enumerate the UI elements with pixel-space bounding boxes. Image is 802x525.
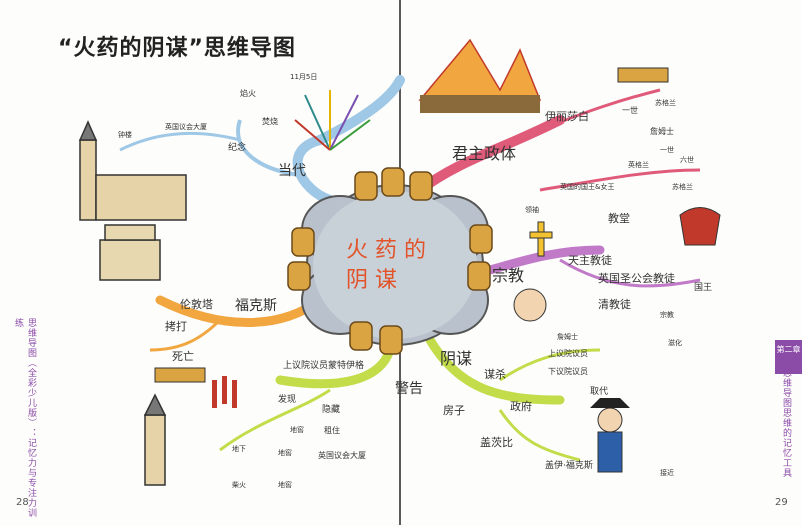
guy-fawkes-icon: [590, 398, 630, 473]
right-margin-title: 思维导图思维的记忆工具: [781, 368, 791, 478]
first-label: 一世: [622, 106, 638, 115]
tower-of-london-icon: [99, 224, 161, 281]
chapter-badge: 第二章: [775, 340, 802, 374]
torture-label: 拷打: [165, 320, 187, 333]
branch-contemporary: [292, 75, 405, 205]
branch-label-contemporary: 当代: [278, 163, 306, 179]
subbranch-lords: [499, 348, 601, 382]
commons-label: 下议院议员: [548, 367, 588, 376]
death-label: 死亡: [172, 350, 194, 363]
burn-label: 焚烧: [262, 117, 278, 126]
commemorate-label: 纪念: [228, 143, 247, 153]
close-label: 接近: [660, 469, 674, 477]
branch-label-fawkes: 福克斯: [235, 298, 277, 314]
scotland-label: 苏格兰: [672, 183, 693, 191]
cellar-label: 地窖: [290, 426, 304, 434]
subbranch-cellar: [219, 388, 331, 452]
subbranch-catesby: [498, 409, 581, 462]
cellar3-label: 地窖: [278, 481, 292, 489]
subbranch-elizabeth: [539, 88, 661, 132]
first2-label: 一世: [660, 146, 674, 154]
kingdom-label: 英国的国王&女王: [560, 183, 615, 191]
center-title-line1: 火 药 的: [346, 238, 426, 263]
anglican-label: 英国圣公会教徒: [598, 272, 675, 285]
king-label: 国王: [694, 283, 713, 293]
branch-plot: [425, 335, 565, 405]
cross-icon: [537, 221, 545, 257]
elizabeth-label: 伊丽莎白: [545, 110, 589, 123]
undercellar-label: 地下: [232, 445, 246, 453]
branch-label-warning: 警告: [395, 381, 423, 397]
coffin-icon: [154, 367, 206, 383]
guy-label: 盖伊·福克斯: [545, 461, 593, 471]
discover-label: 发现: [278, 395, 297, 405]
branch-label-monarch: 君主政体: [452, 144, 517, 163]
subbranch-death: [149, 318, 222, 352]
barrel-icons: [287, 167, 493, 355]
center-cloud: [301, 184, 489, 346]
government-label: 政府: [510, 400, 532, 413]
page-number-right: 29: [775, 497, 788, 508]
exclamation-icon: [212, 376, 237, 408]
bell-label: 钟楼: [118, 131, 132, 139]
rent-label: 租住: [324, 426, 340, 435]
parliament-label: 英国议会大厦: [165, 123, 207, 131]
cross-icon-bar: [529, 231, 553, 239]
lords2-label: 上议院议员: [548, 349, 588, 358]
subbranch-parliament: [119, 131, 241, 152]
conspirators-label: 谋杀: [484, 368, 506, 381]
tower-label: 伦敦塔: [180, 298, 213, 311]
page-title: “火药的阴谋”思维导图: [58, 36, 296, 61]
branch-label-religion: 宗教: [492, 266, 525, 285]
hide-label: 隐藏: [322, 405, 341, 415]
fireworks-icon: [294, 90, 371, 151]
left-margin-title: 思维导图（全彩少儿版）：记忆力与专注力训练: [13, 318, 36, 518]
james2-label: 詹姆士: [557, 333, 578, 341]
bagpipes-icon: [679, 207, 721, 246]
catholic-leader-label: 领袖: [525, 206, 539, 214]
subbranch-fireworks: [236, 119, 301, 177]
unrest-label: 滋化: [668, 339, 682, 347]
branch-warning: [275, 345, 395, 389]
replace-label: 取代: [590, 387, 609, 397]
coffin-icon-right: [617, 67, 669, 83]
england-label: 英格兰: [628, 161, 649, 169]
puritan-label: 清教徒: [598, 298, 631, 311]
catholic-figure-icon: [513, 288, 547, 322]
religion2-label: 宗教: [660, 311, 674, 319]
catesby-label: 盖茨比: [480, 436, 513, 449]
fireworks-label: 焰火: [240, 89, 256, 98]
sixth-label: 六世: [680, 156, 694, 164]
subbranch-james: [539, 168, 701, 192]
scot-label: 苏格兰: [655, 99, 676, 107]
big-ben-icon: [143, 393, 167, 486]
center-title-line2: 阴 谋: [346, 268, 397, 293]
church-label: 教堂: [608, 212, 630, 225]
kindling-label: 柴火: [232, 481, 246, 489]
parliament2-label: 英国议会大厦: [318, 451, 366, 460]
james-label: 詹姆士: [650, 127, 674, 136]
page-number-left: 28: [16, 497, 29, 508]
bonfire-icon: [418, 38, 542, 113]
subbranch-anglican: [559, 258, 701, 288]
branch-label-plot: 阴谋: [440, 349, 473, 368]
cellar2-label: 地窖: [278, 449, 292, 457]
house-label: 房子: [443, 404, 465, 417]
date-label: 11月5日: [290, 73, 318, 81]
lords-label: 上议院议员蒙特伊格: [283, 361, 365, 371]
parliament-building-icon: [78, 120, 187, 221]
catholic-label: 天主教徒: [568, 254, 612, 267]
